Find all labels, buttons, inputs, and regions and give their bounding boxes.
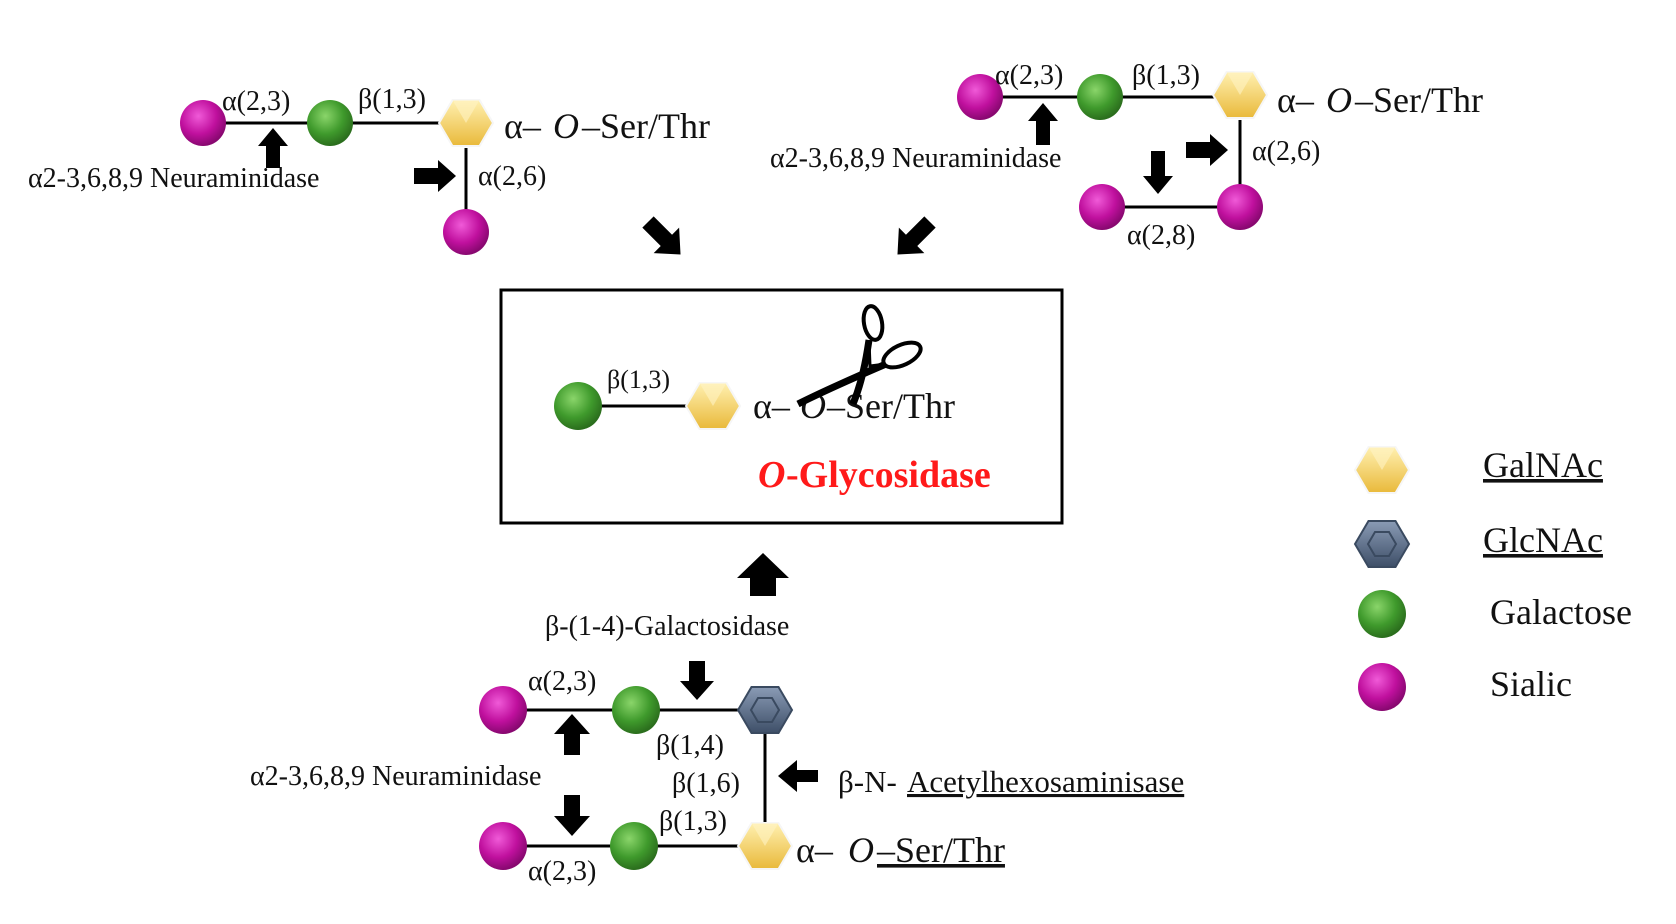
- down-left-arrow-icon: [897, 216, 936, 255]
- linker-tail: –Ser/Thr: [876, 830, 1005, 870]
- linker-tail: –Ser/Thr: [581, 106, 710, 146]
- linker-alpha: α–: [504, 106, 542, 146]
- bottom-glycan: β-(1-4)-Galactosidase α(2,3) β(1,4) β(1,…: [250, 611, 1184, 887]
- right-arrow-icon: [414, 160, 456, 192]
- sialic-icon: [1358, 663, 1406, 711]
- linkage-label: α(2,8): [1127, 220, 1195, 251]
- up-arrow-icon: [554, 714, 590, 755]
- legend-label-glcnac: GlcNAc: [1483, 520, 1603, 560]
- galnac-icon: [1353, 446, 1411, 494]
- down-right-arrow-icon: [642, 216, 681, 255]
- sialic-icon: [1079, 184, 1125, 230]
- down-arrow-icon: [554, 795, 590, 836]
- down-arrow-icon: [680, 661, 714, 700]
- galnac-icon: [684, 382, 742, 430]
- top-right-glycan: α(2,3) β(1,3) α(2,6) α(2,8) α– O –Ser/Th…: [770, 60, 1483, 251]
- linker-tail: –Ser/Thr: [1354, 80, 1483, 120]
- linkage-label: α(2,3): [222, 86, 290, 117]
- top-left-glycan: α(2,3) β(1,3) α(2,6) α– O –Ser/Thr α2-3,…: [28, 84, 710, 255]
- legend: GalNAc GlcNAc Galactose Sialic: [1353, 445, 1632, 711]
- legend-label-sialic: Sialic: [1490, 664, 1572, 704]
- linkage-label: β(1,4): [656, 730, 724, 761]
- sialic-icon: [180, 100, 226, 146]
- galnac-icon: [736, 822, 794, 870]
- left-arrow-icon: [778, 760, 818, 792]
- sialic-icon: [1217, 184, 1263, 230]
- linker-alpha: α–: [753, 386, 791, 426]
- galactose-icon: [554, 382, 602, 430]
- sialic-icon: [479, 686, 527, 734]
- down-arrow-icon: [1143, 151, 1173, 194]
- glcnac-icon: [736, 686, 794, 734]
- galactose-icon: [612, 686, 660, 734]
- linkage-label: β(1,3): [1132, 60, 1200, 91]
- linkage-label: α(2,6): [1252, 136, 1320, 167]
- galactose-icon: [307, 100, 353, 146]
- up-arrow-icon: [258, 128, 288, 168]
- galactose-icon: [1077, 74, 1123, 120]
- center-frame: [499, 288, 1064, 525]
- enzyme-title: -Glycosidase: [786, 454, 991, 496]
- linkage-label: β(1,3): [358, 84, 426, 115]
- up-arrow-icon: [1028, 103, 1058, 145]
- linkage-label: α(2,6): [478, 161, 546, 192]
- sialic-icon: [479, 822, 527, 870]
- galnac-icon: [437, 99, 495, 147]
- up-arrow-icon: [737, 553, 789, 596]
- linkage-label: α(2,3): [528, 666, 596, 697]
- linkage-label: β(1,6): [672, 768, 740, 799]
- enzyme-label: α2-3,6,8,9 Neuraminidase: [28, 163, 319, 194]
- linkage-label: α(2,3): [528, 856, 596, 887]
- enzyme-label-prefix: β-N-: [838, 764, 897, 799]
- sialic-icon: [957, 74, 1003, 120]
- enzyme-title-o: O: [758, 454, 785, 496]
- enzyme-label: α2-3,6,8,9 Neuraminidase: [250, 761, 541, 792]
- linker-oxygen: O: [553, 106, 579, 146]
- linker-oxygen: O: [848, 830, 874, 870]
- galnac-icon: [1211, 71, 1269, 119]
- right-arrow-icon: [1186, 134, 1228, 166]
- enzyme-label: α2-3,6,8,9 Neuraminidase: [770, 143, 1061, 174]
- galactose-icon: [1358, 590, 1406, 638]
- linker-oxygen: O: [1326, 80, 1352, 120]
- linker-alpha: α–: [1277, 80, 1315, 120]
- linker-tail: –Ser/Thr: [826, 386, 955, 426]
- linker-alpha: α–: [796, 830, 834, 870]
- linkage-label: β(1,3): [659, 806, 727, 837]
- sialic-icon: [443, 209, 489, 255]
- linkage-label: β(1,3): [607, 365, 670, 394]
- enzyme-label: β-(1-4)-Galactosidase: [545, 611, 789, 642]
- scissors-icon: [796, 304, 923, 408]
- legend-label-galnac: GalNAc: [1483, 445, 1603, 485]
- glcnac-icon: [1353, 520, 1411, 568]
- enzyme-label-name: Acetylhexosaminisase: [907, 764, 1184, 799]
- linkage-label: α(2,3): [995, 60, 1063, 91]
- legend-label-galactose: Galactose: [1490, 592, 1632, 632]
- center-box: β(1,3) α– O –Ser/Thr O -Glycosidase: [499, 288, 1064, 525]
- galactose-icon: [610, 822, 658, 870]
